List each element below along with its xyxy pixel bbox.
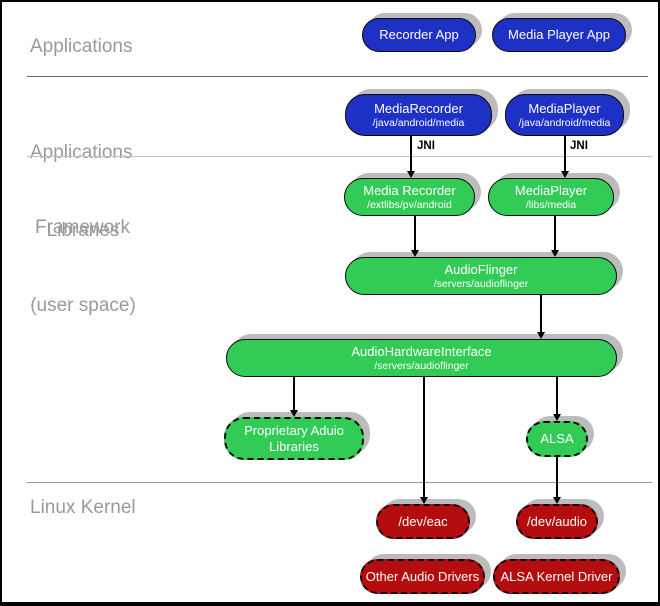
- node-title: Recorder App: [379, 27, 459, 43]
- layer-label-linux-kernel: Linux Kernel: [30, 497, 136, 518]
- node-dev-eac: /dev/eac: [376, 504, 470, 539]
- node-path: /libs/media: [525, 198, 577, 211]
- node-mediarecorder-framework: MediaRecorder /java/android/media: [345, 94, 492, 136]
- layer-label-applications-framework: Applications Framework: [30, 90, 132, 290]
- divider-framework-libraries: [27, 156, 652, 157]
- arrow-head-alsa-dev-audio: [552, 497, 561, 504]
- node-alsa-kernel-driver: ALSA Kernel Driver: [493, 559, 620, 594]
- arrow-head-mediaplayer-audioflinger: [550, 250, 559, 257]
- node-audiohardwareinterface: AudioHardwareInterface /servers/audiofli…: [226, 339, 617, 377]
- layer-label-libraries: Libraries (user space): [27, 168, 139, 368]
- node-title: /dev/audio: [527, 513, 587, 529]
- node-mediaplayer-lib: MediaPlayer /libs/media: [488, 178, 614, 216]
- arrow-line-ahi-alsa: [556, 377, 558, 415]
- arrow-head-ahi-dev-eac: [419, 497, 428, 504]
- node-title: MediaPlayer: [528, 100, 601, 116]
- arrow-head-mediarecorder-jni: [406, 171, 415, 178]
- arrow-line-ahi-dev-eac: [423, 377, 425, 498]
- node-title: AudioFlinger: [444, 261, 518, 277]
- arrow-line-audioflinger-ahi: [540, 295, 542, 333]
- node-other-audio-drivers: Other Audio Drivers: [360, 559, 485, 594]
- layer-label-line: Applications: [30, 142, 133, 163]
- arrow-line-ahi-proprietary: [293, 377, 295, 411]
- node-path: /servers/audioflinger: [374, 359, 469, 372]
- node-title: Media Recorder: [363, 182, 456, 198]
- jni-label-right: JNI: [570, 140, 588, 152]
- node-path: /java/android/media: [518, 116, 611, 129]
- divider-libraries-kernel: [27, 482, 652, 483]
- node-alsa: ALSA: [526, 421, 588, 457]
- node-title: Libraries: [269, 438, 319, 454]
- arrow-line-mediarecorder-audioflinger: [414, 216, 416, 251]
- layer-label-line: Libraries: [46, 220, 120, 241]
- arrow-head-mediarecorder-audioflinger: [410, 250, 419, 257]
- node-title: Media Player App: [508, 27, 610, 43]
- arrow-line-mediarecorder-jni: [410, 136, 412, 172]
- node-path: /servers/audioflinger: [433, 277, 529, 290]
- arrow-head-ahi-proprietary: [289, 410, 298, 417]
- arrow-line-alsa-dev-audio: [556, 457, 558, 498]
- node-recorder-app: Recorder App: [362, 18, 476, 52]
- jni-label-left: JNI: [417, 140, 435, 152]
- node-title: /dev/eac: [398, 513, 448, 529]
- node-title: ALSA: [540, 431, 574, 447]
- node-title: Proprietary Aduio: [244, 422, 344, 438]
- divider-applications-framework: [27, 76, 648, 77]
- arrow-line-mediaplayer-jni: [564, 136, 566, 172]
- node-mediaplayer-framework: MediaPlayer /java/android/media: [505, 94, 624, 136]
- node-media-player-app: Media Player App: [492, 18, 626, 52]
- node-dev-audio: /dev/audio: [516, 504, 598, 539]
- arrow-head-mediaplayer-jni: [560, 171, 569, 178]
- node-title: MediaRecorder: [374, 100, 463, 116]
- node-audioflinger: AudioFlinger /servers/audioflinger: [345, 257, 617, 295]
- node-title: Other Audio Drivers: [365, 568, 480, 584]
- node-proprietary-audio-libraries: Proprietary Aduio Libraries: [224, 417, 364, 460]
- node-title: MediaPlayer: [514, 182, 588, 198]
- node-path: /java/android/media: [372, 116, 465, 129]
- node-title: ALSA Kernel Driver: [500, 568, 613, 584]
- arrow-head-ahi-alsa: [552, 414, 561, 421]
- node-media-recorder-lib: Media Recorder /extlibs/pv/android: [344, 178, 475, 216]
- layer-label-line: Framework: [35, 217, 131, 238]
- node-path: /extlibs/pv/android: [367, 198, 452, 211]
- arrow-line-mediaplayer-audioflinger: [554, 216, 556, 251]
- layer-label-line: (user space): [30, 295, 136, 316]
- layer-label-applications: Applications: [30, 36, 133, 57]
- node-title: AudioHardwareInterface: [351, 343, 492, 359]
- arrow-head-audioflinger-ahi: [536, 332, 545, 339]
